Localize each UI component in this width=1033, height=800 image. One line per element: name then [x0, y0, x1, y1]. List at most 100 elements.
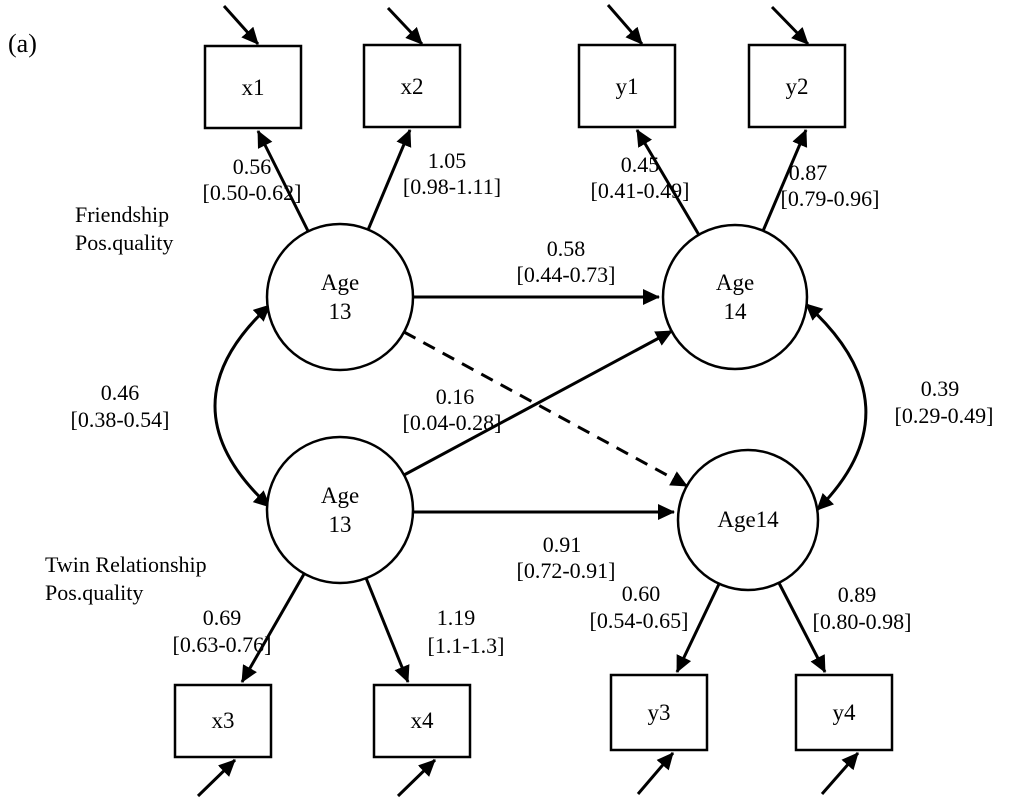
- estimate-y2-ci: [0.79-0.96]: [781, 186, 880, 211]
- loading-arrow-x4: [364, 577, 410, 683]
- indicator-y4: y4: [794, 673, 894, 752]
- indicator-x3: x3: [173, 683, 273, 759]
- estimate-corr-age14: 0.39 [0.29-0.49]: [895, 376, 994, 428]
- indicator-y3-label: y3: [648, 700, 671, 725]
- estimate-x1: 0.56 [0.50-0.62]: [203, 154, 302, 205]
- estimate-y1-value: 0.45: [621, 152, 660, 177]
- loading-arrow-x2: [366, 129, 412, 231]
- estimate-y2: 0.87 [0.79-0.96]: [781, 160, 880, 211]
- indicator-y1: y1: [577, 43, 677, 129]
- estimate-cross-lag: 0.16 [0.04-0.28]: [403, 384, 502, 435]
- estimate-x4-ci: [1.1-1.3]: [428, 633, 505, 658]
- latent-friendship-age13-circle: [265, 222, 415, 372]
- estimate-x4-value: 1.19: [437, 605, 476, 630]
- residual-arrow-y1: [606, 4, 644, 45]
- indicator-y1-box: [577, 43, 677, 129]
- latent-friendship-age14: Age 14: [661, 223, 809, 371]
- indicator-y2-box: [747, 43, 847, 129]
- estimate-x3-value: 0.69: [203, 605, 242, 630]
- loading-arrow-y4: [777, 582, 827, 673]
- residual-arrow-x1: [222, 4, 260, 46]
- latent-twin-age13-circle: [265, 435, 415, 585]
- indicator-y4-label: y4: [833, 700, 857, 725]
- correlation-curve-age14: [804, 302, 868, 512]
- estimate-x4: 1.19 [1.1-1.3]: [428, 605, 505, 658]
- estimate-corr-age14-value: 0.39: [921, 376, 960, 401]
- indicator-y2: y2: [747, 43, 847, 129]
- loading-arrow-x3: [240, 573, 306, 683]
- loading-arrow-y2: [761, 129, 808, 232]
- residual-arrow-y2: [770, 5, 810, 46]
- indicator-y2-label: y2: [786, 74, 809, 99]
- latent-twin-age13-label-line1: Age: [321, 483, 359, 508]
- indicator-x4-label: x4: [411, 708, 435, 733]
- twin-row-label-line1: Twin Relationship: [45, 552, 207, 577]
- indicator-x1: x1: [203, 44, 303, 130]
- estimate-corr-age13-value: 0.46: [101, 380, 140, 405]
- indicator-y3: y3: [609, 673, 709, 752]
- estimate-x2-ci: [0.98-1.11]: [403, 174, 501, 199]
- residual-arrow-y3: [636, 752, 675, 795]
- estimate-corr-age13-ci: [0.38-0.54]: [71, 407, 170, 432]
- indicator-x3-label: x3: [212, 708, 235, 733]
- latent-friendship-age14-label-line1: Age: [716, 270, 754, 295]
- indicator-x4-box: [372, 683, 472, 759]
- latent-friendship-age13: Age 13: [265, 222, 415, 372]
- indicator-x2-label: x2: [401, 74, 424, 99]
- estimate-x1-ci: [0.50-0.62]: [203, 180, 302, 205]
- indicator-x2: x2: [362, 43, 462, 129]
- latent-twin-age13-label-line2: 13: [329, 512, 352, 537]
- friendship-row-label: Friendship Pos.quality: [75, 202, 173, 255]
- estimate-cross-lag-ci: [0.04-0.28]: [403, 410, 502, 435]
- estimate-x2: 1.05 [0.98-1.11]: [403, 148, 501, 199]
- indicator-x1-label: x1: [242, 75, 265, 100]
- twin-row-label-line2: Pos.quality: [45, 580, 143, 605]
- estimate-corr-age13: 0.46 [0.38-0.54]: [71, 380, 170, 432]
- indicator-x2-box: [362, 43, 462, 129]
- latent-friendship-age14-label-line2: 14: [724, 299, 748, 324]
- estimate-friendship-stability-value: 0.58: [547, 236, 586, 261]
- indicator-x4: x4: [372, 683, 472, 759]
- estimate-x3: 0.69 [0.63-0.76]: [173, 605, 272, 657]
- indicator-y1-label: y1: [616, 74, 639, 99]
- estimate-twin-stability: 0.91 [0.72-0.91]: [517, 532, 616, 583]
- residual-arrow-x2: [386, 6, 424, 46]
- correlation-curve-age13: [213, 303, 272, 509]
- latent-friendship-age13-label-line1: Age: [321, 270, 359, 295]
- estimate-y4-value: 0.89: [838, 582, 877, 607]
- estimate-cross-lag-value: 0.16: [436, 384, 475, 409]
- estimate-twin-stability-value: 0.91: [543, 532, 582, 557]
- residual-arrow-y4: [820, 752, 860, 795]
- estimate-y4: 0.89 [0.80-0.98]: [813, 582, 912, 634]
- latent-twin-age14-label: Age14: [717, 507, 779, 532]
- latent-friendship-age14-circle: [661, 223, 809, 371]
- estimate-y4-ci: [0.80-0.98]: [813, 609, 912, 634]
- loading-arrow-x1: [256, 130, 310, 232]
- estimate-x2-value: 1.05: [428, 148, 467, 173]
- path-cross-lag-friendship-to-twin-dashed: [403, 330, 688, 488]
- estimate-corr-age14-ci: [0.29-0.49]: [895, 403, 994, 428]
- panel-label: (a): [8, 29, 37, 58]
- twin-row-label: Twin Relationship Pos.quality: [45, 552, 207, 605]
- indicator-y4-box: [794, 673, 894, 752]
- estimate-y1-ci: [0.41-0.49]: [591, 178, 690, 203]
- estimate-y2-value: 0.87: [789, 160, 828, 185]
- path-cross-lag-twin-to-friendship: [403, 329, 673, 477]
- loading-arrow-y1: [635, 129, 701, 236]
- friendship-row-label-line2: Pos.quality: [75, 230, 173, 255]
- estimate-x1-value: 0.56: [233, 154, 272, 179]
- estimate-y3-value: 0.60: [622, 581, 661, 606]
- friendship-row-label-line1: Friendship: [75, 202, 169, 227]
- indicator-x3-box: [173, 683, 273, 759]
- residual-arrow-x4: [396, 758, 437, 798]
- residual-arrow-x3: [196, 758, 237, 798]
- estimate-x3-ci: [0.63-0.76]: [173, 632, 272, 657]
- estimate-twin-stability-ci: [0.72-0.91]: [517, 558, 616, 583]
- estimate-y3: 0.60 [0.54-0.65]: [590, 581, 689, 633]
- indicator-x1-box: [203, 44, 303, 130]
- estimate-friendship-stability-ci: [0.44-0.73]: [517, 262, 616, 287]
- latent-friendship-age13-label-line2: 13: [329, 299, 352, 324]
- estimate-friendship-stability: 0.58 [0.44-0.73]: [517, 236, 616, 287]
